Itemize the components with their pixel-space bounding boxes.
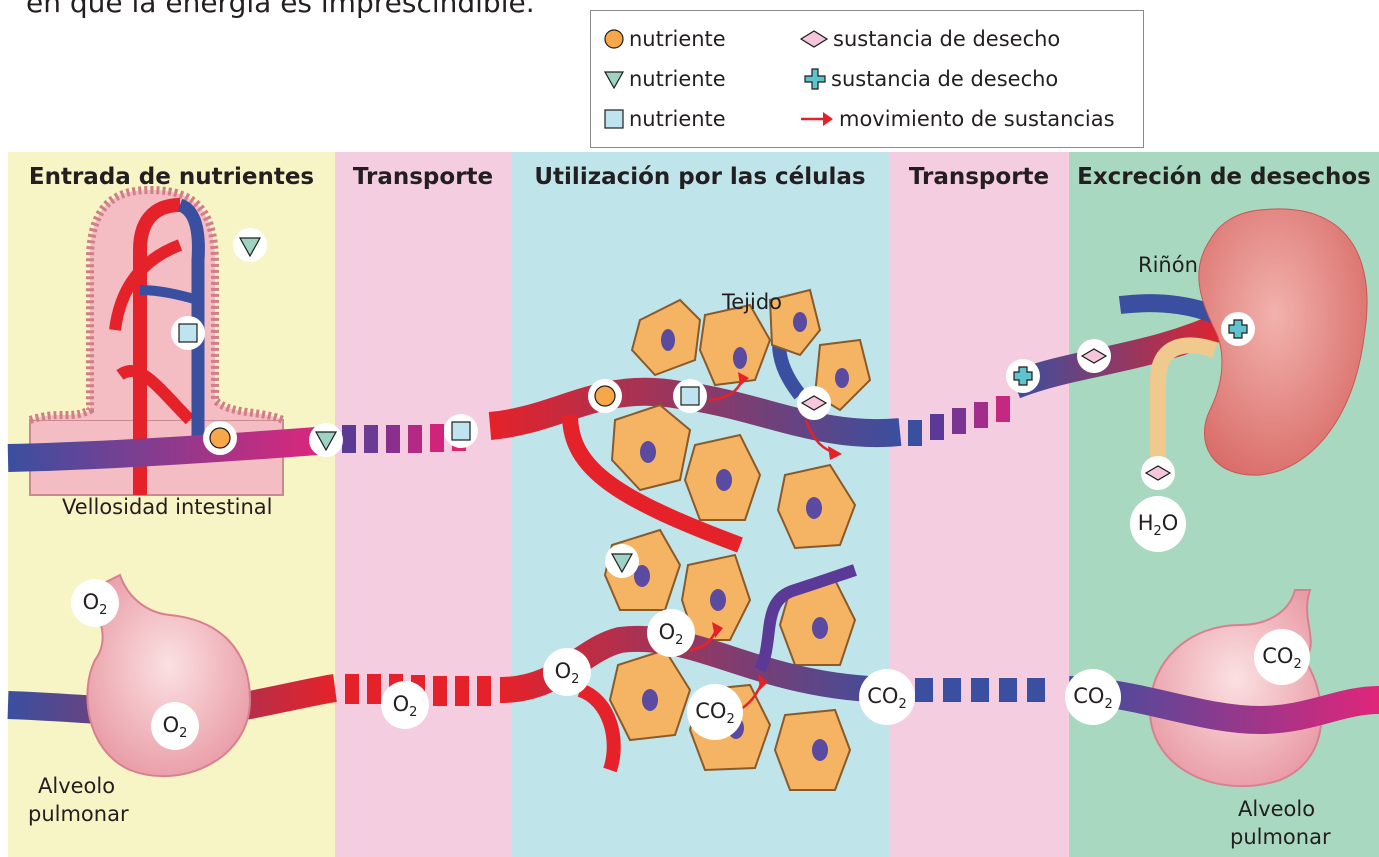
chem-h2o: H2O [1137,511,1179,540]
circle-icon [604,29,624,49]
vessel-top-dashes-2 [908,396,1010,446]
column-title-utilizacion: Utilización por las células [534,164,866,190]
marker-triangle-vessel [309,423,343,457]
vessel-top-dashes-1 [342,423,466,453]
chem-bubbles [71,496,1310,750]
label-alveolus-right-1: Alveolo [1238,797,1316,821]
chem-co2-alveolus-right: CO2 [1262,644,1302,673]
circulation-diagram [7,152,1379,857]
chem-o2-tissue-1: O2 [554,659,580,688]
legend-item-waste-diamond: sustancia de desecho [799,27,1060,51]
marker-square-tissue [673,379,707,413]
chem-o2-tissue-2: O2 [658,620,684,649]
legend-label: sustancia de desecho [833,27,1061,51]
cross-icon [804,68,826,90]
chem-co2-excretion: CO2 [1073,684,1113,713]
chem-co2-tissue: CO2 [695,699,735,728]
kidney [1150,208,1368,476]
legend-label: movimiento de sustancias [839,107,1115,131]
legend-item-movement-arrow: movimiento de sustancias [799,107,1115,131]
chem-o2-alveolus-left: O2 [82,590,108,619]
tissue-cells [603,288,872,791]
chem-o2-transport: O2 [392,692,418,721]
intro-text: en que la energía es imprescindible. [26,0,535,19]
marker-triangle-tissue [605,544,639,578]
legend-item-waste-cross: sustancia de desecho [803,67,1058,91]
diamond-icon [799,30,829,48]
column-title-excrecion: Excreción de desechos [1077,164,1371,190]
legend-item-nutrient-square: nutriente [603,107,726,131]
marker-diamond-tissue [797,386,831,420]
legend-item-nutrient-triangle: nutriente [603,67,726,91]
marker-diamond-vessel [1077,339,1111,373]
column-title-transporte-1: Transporte [352,164,494,190]
label-alveolus-left-1: Alveolo [38,774,116,798]
label-alveolus-right-2: pulmonar [1230,825,1331,849]
label-tissue: Tejido [722,290,783,314]
marker-diamond-urine [1141,456,1175,490]
marker-square-vessel [444,414,478,448]
legend-label: nutriente [629,67,726,91]
column-bg-transporte-1 [335,152,511,857]
chem-o2-vessel-left: O2 [162,713,188,742]
label-villus: Vellosidad intestinal [62,495,273,519]
column-title-entrada: Entrada de nutrientes [28,164,315,190]
label-kidney: Riñón [1138,253,1198,277]
chem-co2-vessel: CO2 [867,684,907,713]
triangle-icon [603,71,625,90]
marker-circle-tissue [588,379,622,413]
red-arrow-icon [801,112,833,126]
marker-square-villus [171,316,205,350]
legend-label: sustancia de desecho [831,67,1059,91]
alveolus-left [86,573,252,778]
vessel-bottom-right [1068,676,1379,735]
column-bg-transporte-2 [889,152,1069,857]
marker-circle-villus [203,421,237,455]
marker-cross-vessel [1006,359,1040,393]
legend-label: nutriente [629,107,726,131]
vessel-bottom-dashes-2 [915,678,1045,702]
marker-cross-kidney [1221,312,1255,346]
column-title-transporte-2: Transporte [908,164,1050,190]
legend: nutriente nutriente nutriente sustancia … [590,10,1144,148]
legend-item-nutrient-circle: nutriente [603,27,726,51]
legend-label: nutriente [629,27,726,51]
square-icon [604,109,624,129]
marker-triangle-villus [233,228,267,262]
vessel-top-left [7,426,332,472]
label-alveolus-left-2: pulmonar [28,802,129,826]
